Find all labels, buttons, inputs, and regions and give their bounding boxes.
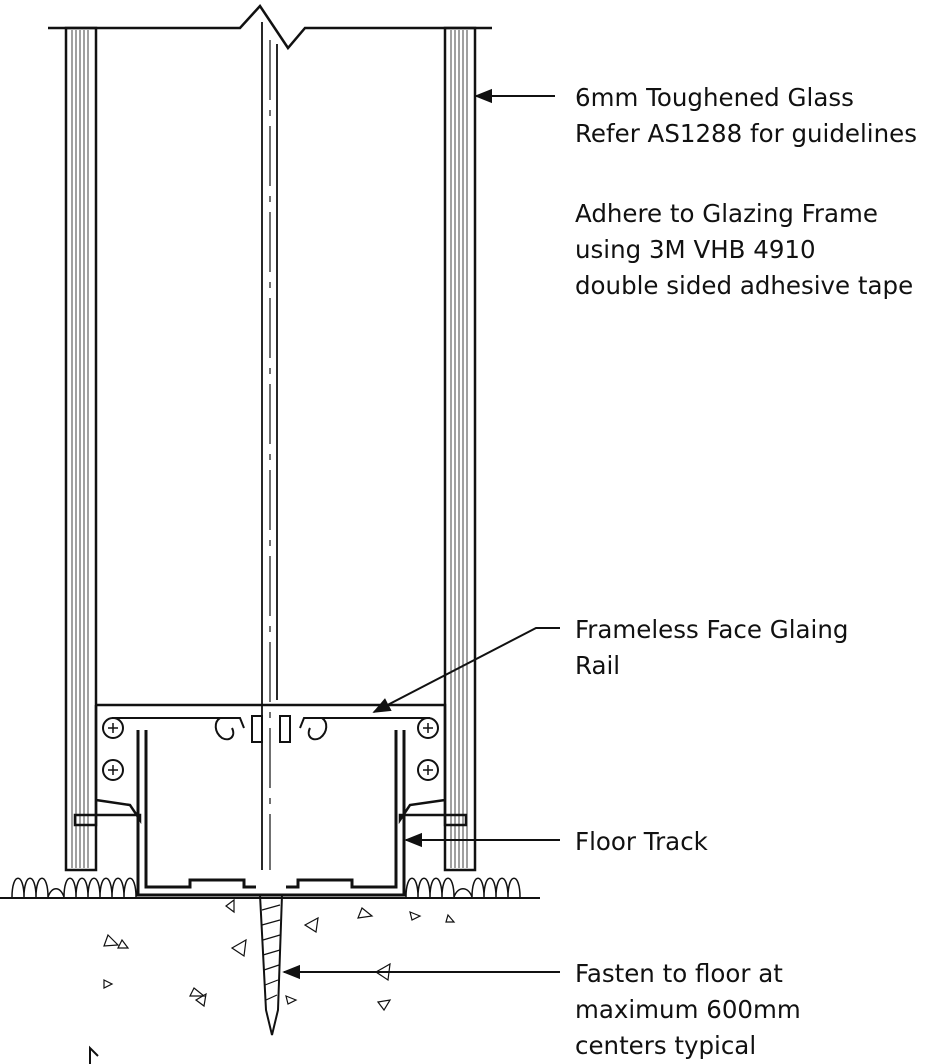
adhere-label-line1: Adhere to Glazing Frame xyxy=(575,199,878,228)
adhere-label-line2: using 3M VHB 4910 xyxy=(575,235,816,264)
floor-track xyxy=(136,730,406,897)
floor-track-label: Floor Track xyxy=(575,827,709,856)
glass-label-line1: 6mm Toughened Glass xyxy=(575,83,854,112)
rail-label-line2: Rail xyxy=(575,651,620,680)
glass-pane-right xyxy=(443,26,477,872)
fasten-label-line2: maximum 600mm xyxy=(575,995,801,1024)
concrete-substrate xyxy=(103,898,456,1012)
rail-leader xyxy=(372,627,560,713)
corner-mark xyxy=(89,1045,99,1064)
glass-pane-left xyxy=(64,26,98,872)
ground-surface xyxy=(0,877,540,899)
center-line xyxy=(261,22,278,870)
rail-label-line1: Frameless Face Glaing xyxy=(575,615,848,644)
glass-label-line2: Refer AS1288 for guidelines xyxy=(575,119,917,148)
break-line xyxy=(48,3,492,51)
adhere-label-line3: double sided adhesive tape xyxy=(575,271,913,300)
fasten-label-line1: Fasten to floor at xyxy=(575,959,783,988)
floor-fastener xyxy=(258,894,284,1036)
glazing-rail xyxy=(73,703,468,827)
fasten-label-line3: centers typical xyxy=(575,1031,756,1060)
